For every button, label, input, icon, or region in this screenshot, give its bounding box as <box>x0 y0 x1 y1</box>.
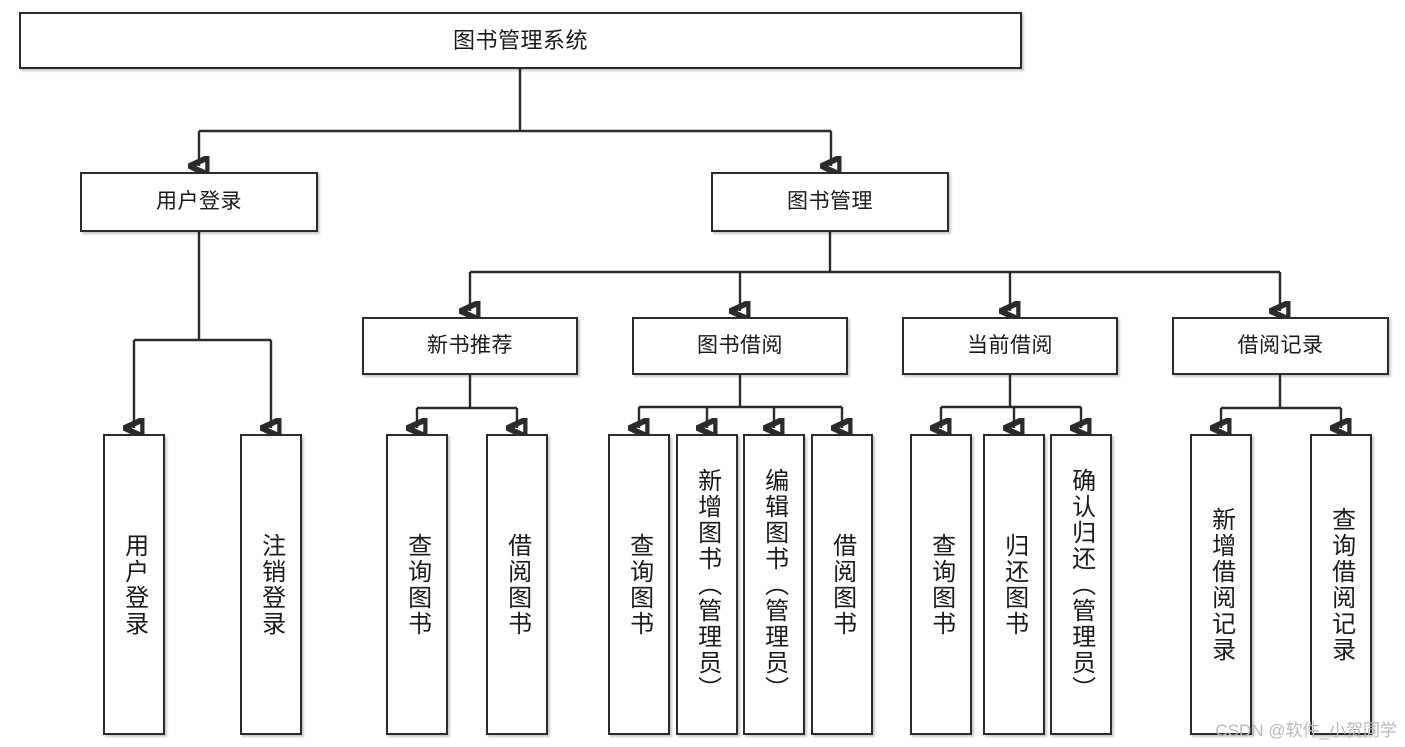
node-label: 归还图书 <box>1000 532 1028 637</box>
node-label: 查询图书 <box>625 532 653 637</box>
node-label: 确认归还（管理员） <box>1067 467 1095 702</box>
leaf-query-book-current[interactable]: 查询图书 <box>910 434 972 735</box>
edge-book-borrow-to-leaves <box>639 375 842 428</box>
node-label: 新书推荐 <box>427 333 513 357</box>
node-book-management[interactable]: 图书管理 <box>711 172 949 232</box>
node-label: 查询图书 <box>403 532 431 637</box>
watermark: CSDN @软件_小贺同学 <box>1215 721 1397 740</box>
leaf-add-book-admin[interactable]: 新增图书（管理员） <box>676 434 738 735</box>
leaf-edit-book-admin[interactable]: 编辑图书（管理员） <box>743 434 805 735</box>
node-label: 注销登录 <box>257 532 285 637</box>
edge-book-manage-to-level3 <box>470 232 1280 311</box>
leaf-query-book-borrow[interactable]: 查询图书 <box>608 434 670 735</box>
leaf-query-book-rec[interactable]: 查询图书 <box>386 434 448 735</box>
node-label: 借阅记录 <box>1237 333 1324 357</box>
node-label: 当前借阅 <box>967 333 1053 357</box>
node-label: 查询图书 <box>927 532 955 637</box>
leaf-confirm-return-admin[interactable]: 确认归还（管理员） <box>1050 434 1112 735</box>
edge-user-login-to-leaves <box>134 232 271 428</box>
node-borrow-record[interactable]: 借阅记录 <box>1172 317 1389 375</box>
node-root-system[interactable]: 图书管理系统 <box>19 12 1022 69</box>
edge-current-borrow-to-leaves <box>941 375 1081 428</box>
node-label: 图书借阅 <box>697 333 783 357</box>
node-label: 借阅图书 <box>503 532 531 637</box>
edge-borrow-record-to-leaves <box>1221 375 1341 428</box>
leaf-borrow-book-rec[interactable]: 借阅图书 <box>486 434 548 735</box>
node-current-borrow[interactable]: 当前借阅 <box>902 317 1118 375</box>
node-label: 用户登录 <box>156 189 242 213</box>
leaf-add-borrow-record[interactable]: 新增借阅记录 <box>1190 434 1252 735</box>
node-label: 图书管理 <box>787 189 873 213</box>
node-label: 编辑图书（管理员） <box>760 467 788 702</box>
edge-root-to-level2 <box>199 69 831 166</box>
node-label: 新增图书（管理员） <box>693 467 721 702</box>
leaf-query-borrow-record[interactable]: 查询借阅记录 <box>1310 434 1372 735</box>
node-label: 图书管理系统 <box>452 27 588 53</box>
leaf-logout-login[interactable]: 注销登录 <box>240 434 302 735</box>
node-new-book-recommend[interactable]: 新书推荐 <box>362 317 578 375</box>
node-book-borrow[interactable]: 图书借阅 <box>632 317 848 375</box>
leaf-borrow-book[interactable]: 借阅图书 <box>811 434 873 735</box>
edge-new-book-rec-to-leaves <box>417 375 517 428</box>
node-user-login[interactable]: 用户登录 <box>80 172 318 232</box>
node-label: 借阅图书 <box>828 532 856 637</box>
node-label: 用户登录 <box>120 532 148 637</box>
leaf-return-book[interactable]: 归还图书 <box>983 434 1045 735</box>
leaf-user-login[interactable]: 用户登录 <box>103 434 165 735</box>
node-label: 查询借阅记录 <box>1327 506 1355 663</box>
node-label: 新增借阅记录 <box>1207 506 1235 663</box>
